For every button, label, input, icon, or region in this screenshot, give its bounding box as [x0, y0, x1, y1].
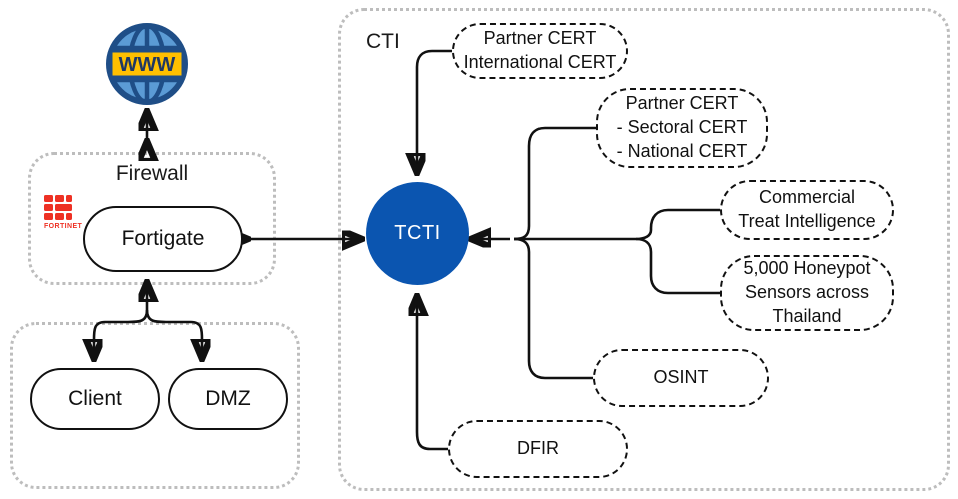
tcti-hub-label: TCTI [394, 222, 441, 244]
feed-node-line: OSINT [653, 367, 709, 388]
feed-node-line: International CERT [463, 52, 617, 72]
feed-node-line: Commercial [758, 187, 855, 208]
feed-node-osint[interactable]: OSINT [593, 349, 769, 407]
feed-node-line: 5,000 Honeypot [743, 258, 871, 279]
node-dmz-label: DMZ [205, 387, 251, 411]
feed-node-dfir[interactable]: DFIR [448, 420, 628, 478]
firewall-group-label: Firewall [115, 162, 189, 185]
feed-node-partner-international-cert[interactable]: Partner CERT International CERT [452, 23, 628, 79]
cti-group-label: CTI [366, 30, 400, 53]
feed-node-line: Partner CERT [483, 28, 597, 49]
node-client-label: Client [68, 387, 122, 411]
node-fortigate[interactable]: Fortigate [83, 206, 243, 272]
feed-node-line: - Sectoral CERT [616, 117, 748, 138]
feed-node-line: Treat Intelligence [738, 211, 876, 231]
feed-node-line: DFIR [517, 438, 559, 459]
www-banner-text: WWW [119, 54, 176, 76]
node-fortigate-label: Fortigate [121, 227, 205, 251]
feed-node-line: Partner CERT [625, 93, 739, 114]
feed-node-line: - National CERT [616, 140, 748, 161]
node-dmz[interactable]: DMZ [168, 368, 288, 430]
feed-node-partner-sectoral-national-cert[interactable]: Partner CERT - Sectoral CERT- National CE… [596, 88, 768, 168]
feed-node-line: Thailand [772, 305, 842, 326]
tcti-hub-node[interactable]: TCTI [366, 182, 469, 285]
fortinet-wordmark: FORTINET [44, 223, 83, 230]
fortinet-logo-icon: FORTINET [43, 194, 83, 235]
www-globe-icon: WWW [105, 22, 189, 111]
node-client[interactable]: Client [30, 368, 160, 430]
feed-node-line: Sensors across [744, 282, 870, 303]
